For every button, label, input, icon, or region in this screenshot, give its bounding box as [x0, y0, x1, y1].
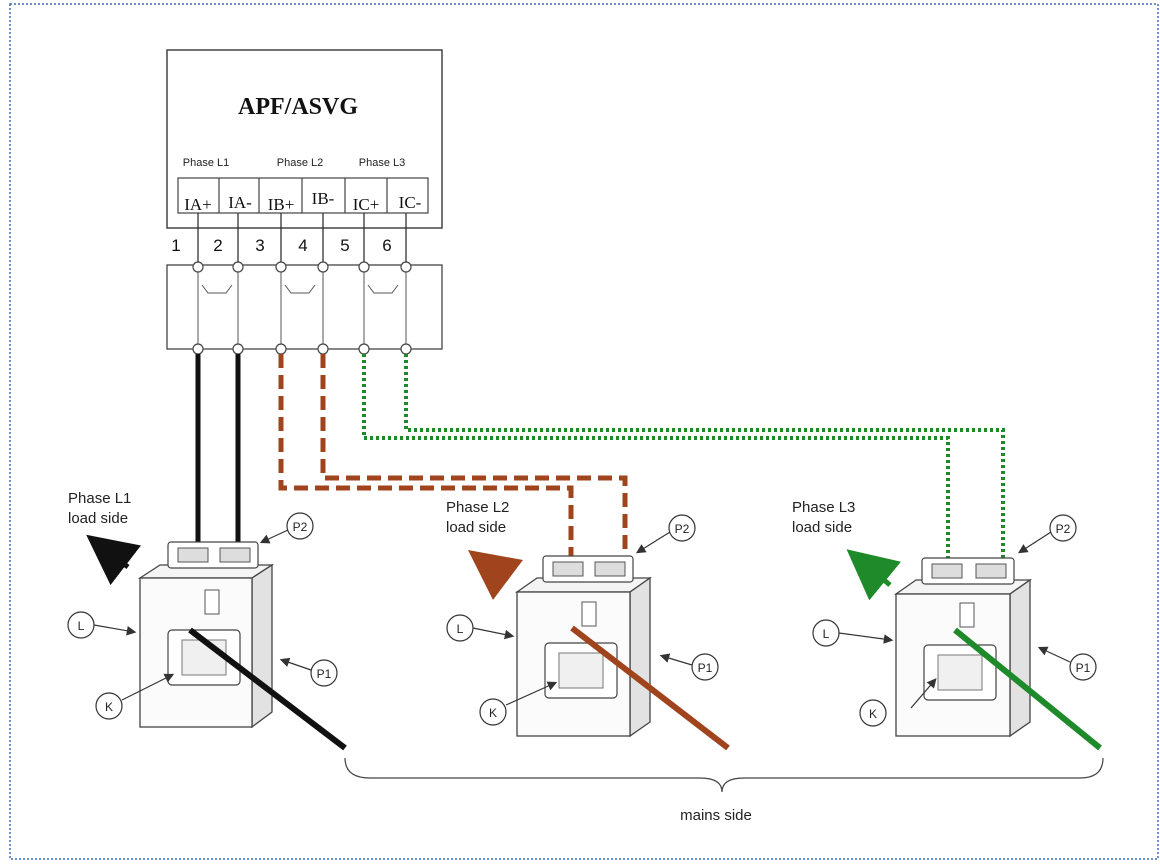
- label-l-l2: L: [457, 622, 464, 636]
- wire-phase-l2: [278, 354, 628, 572]
- phase-l2-label-line2: load side: [446, 519, 506, 536]
- phase-l3-label-line1: Phase L3: [792, 499, 855, 516]
- label-p1-l1: P1: [317, 667, 332, 681]
- phase-l3-label-line2: load side: [792, 519, 852, 536]
- label-l-l3: L: [823, 627, 830, 641]
- label-p1-l2: P1: [698, 661, 713, 675]
- phase-header-l1: Phase L1: [183, 157, 229, 169]
- phase-header-l2: Phase L2: [277, 157, 323, 169]
- terminal-number-1: 1: [171, 236, 180, 255]
- label-p1-l3: P1: [1076, 661, 1091, 675]
- current-transformer-l2: Phase L2 load side P2 L K P1: [446, 499, 730, 751]
- terminal-ib-minus: IB-: [312, 189, 335, 208]
- label-l-l1: L: [78, 619, 85, 633]
- label-k-l3: K: [869, 707, 877, 721]
- terminal-number-2: 2: [213, 236, 222, 255]
- wire-phase-l3: [362, 354, 1005, 578]
- current-transformer-l3: Phase L3 load side P2 L K P1: [792, 499, 1102, 751]
- terminal-ia-plus: IA+: [184, 195, 212, 214]
- current-transformer-l1: Phase L1 load side P2 L K P1: [67, 490, 347, 751]
- phase-l1-label-line2: load side: [68, 510, 128, 527]
- terminal-number-6: 6: [382, 236, 391, 255]
- terminal-ia-minus: IA-: [228, 193, 252, 212]
- label-k-l1: K: [105, 700, 113, 714]
- mains-side-label: mains side: [680, 807, 752, 824]
- terminal-ib-plus: IB+: [268, 195, 295, 214]
- phase-l2-label-line1: Phase L2: [446, 499, 509, 516]
- device-title: APF/ASVG: [238, 94, 358, 120]
- wire-phase-l1: [195, 354, 241, 565]
- label-p2-l3: P2: [1056, 522, 1071, 536]
- label-p2-l1: P2: [293, 520, 308, 534]
- mains-side-brace: [344, 757, 1104, 793]
- label-p2-l2: P2: [675, 522, 690, 536]
- terminal-ic-minus: IC-: [399, 193, 422, 212]
- apf-asvg-device: APF/ASVG Phase L1 Phase L2 Phase L3 IA+ …: [166, 49, 443, 229]
- terminal-number-3: 3: [255, 236, 264, 255]
- page-border: [9, 3, 1159, 860]
- label-k-l2: K: [489, 706, 497, 720]
- terminal-block: [166, 261, 443, 355]
- terminal-ic-plus: IC+: [353, 195, 380, 214]
- terminal-number-5: 5: [340, 236, 349, 255]
- phase-header-l3: Phase L3: [359, 157, 405, 169]
- terminal-number-4: 4: [298, 236, 307, 255]
- phase-l1-label-line1: Phase L1: [68, 490, 131, 507]
